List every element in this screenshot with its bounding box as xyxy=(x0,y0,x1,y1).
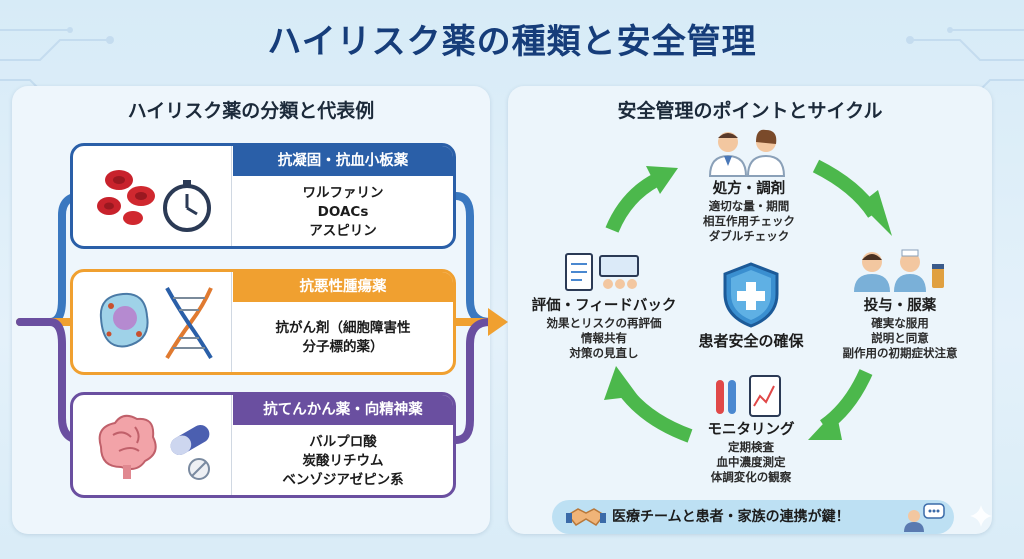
card-divider xyxy=(231,272,232,372)
category-name: 抗悪性腫瘍薬 xyxy=(233,272,453,302)
category-examples: 抗がん剤（細胞障害性 分子標的薬） xyxy=(233,304,453,372)
step-head: 処方・調剤 xyxy=(712,181,786,197)
step-head: 投与・服薬 xyxy=(863,298,937,314)
lab-test-icon xyxy=(716,375,781,417)
brain-pill-illustration xyxy=(79,401,229,489)
step-prescribe: 処方・調剤 適切な量・期間 相互作用チェック ダブルチェック xyxy=(664,179,834,244)
category-name: 抗てんかん薬・向精神薬 xyxy=(233,395,453,425)
step-line: 適切な量・期間 xyxy=(708,199,790,213)
collaboration-banner: 医療チームと患者・家族の連携が鍵！ xyxy=(552,500,954,534)
card-divider xyxy=(231,395,232,495)
example-item: ベンゾジアゼピン系 xyxy=(282,471,404,488)
step-line: 体調変化の観察 xyxy=(710,470,792,484)
example-item: バルプロ酸 xyxy=(309,433,377,450)
step-administer: 投与・服薬 確実な服用 説明と同意 副作用の初期症状注意 xyxy=(812,296,988,361)
shield-icon xyxy=(723,262,779,328)
cancer-cell-icon xyxy=(99,292,149,348)
example-item: 炭酸リチウム xyxy=(302,452,384,469)
sparkle-icon xyxy=(970,505,992,527)
page-title: ハイリスク薬の種類と安全管理 xyxy=(267,22,757,62)
category-card-anticoagulant: 抗凝固・抗血小板薬 ワルファリン DOACs アスピリン xyxy=(70,143,456,249)
example-item: 分子標的薬） xyxy=(302,339,384,355)
category-name: 抗凝固・抗血小板薬 xyxy=(233,146,453,176)
classification-panel-title: ハイリスク薬の分類と代表例 xyxy=(127,100,375,122)
card-divider xyxy=(231,146,232,246)
patient-nurse-icon xyxy=(854,249,944,292)
step-line: 説明と同意 xyxy=(871,331,929,345)
step-line: 定期検査 xyxy=(728,440,774,454)
brain-icon xyxy=(98,414,157,479)
example-item: アスピリン xyxy=(309,222,377,239)
category-card-antineoplastic: 抗悪性腫瘍薬 抗がん剤（細胞障害性 分子標的薬） xyxy=(70,269,456,375)
conversation-icon xyxy=(904,503,945,532)
dna-icon xyxy=(165,287,213,360)
category-examples: ワルファリン DOACs アスピリン xyxy=(233,178,453,246)
category-examples: バルプロ酸 炭酸リチウム ベンゾジアゼピン系 xyxy=(233,427,453,495)
blood-clock-illustration xyxy=(79,152,229,240)
step-head: 評価・フィードバック xyxy=(531,298,677,314)
step-line: ダブルチェック xyxy=(708,229,790,243)
banner-text: 医療チームと患者・家族の連携が鍵！ xyxy=(612,509,850,525)
step-monitoring: モニタリング 定期検査 血中濃度測定 体調変化の観察 xyxy=(668,420,834,485)
step-line: 相互作用チェック xyxy=(703,214,795,228)
cell-dna-illustration xyxy=(79,278,229,366)
clock-icon xyxy=(163,180,211,232)
safety-cycle-panel-title: 安全管理のポイントとサイクル xyxy=(617,100,883,122)
cycle-arrow-left-top xyxy=(605,173,660,233)
step-line: 効果とリスクの再評価 xyxy=(546,316,662,330)
step-line: 情報共有 xyxy=(581,331,627,345)
step-feedback: 評価・フィードバック 効果とリスクの再評価 情報共有 対策の見直し xyxy=(516,296,692,361)
flow-arrow-head xyxy=(488,308,508,336)
doctor-pharmacist-icon xyxy=(708,129,786,177)
example-item: ワルファリン xyxy=(302,184,384,201)
step-head: モニタリング xyxy=(707,422,795,438)
step-line: 対策の見直し xyxy=(569,346,639,360)
step-line: 副作用の初期症状注意 xyxy=(842,346,958,360)
blood-cell-icon xyxy=(97,170,155,225)
example-item: 抗がん剤（細胞障害性 xyxy=(275,320,411,336)
center-goal-label: 患者安全の確保 xyxy=(698,332,804,350)
capsule-icon xyxy=(170,425,210,455)
category-card-antiepileptic: 抗てんかん薬・向精神薬 バルプロ酸 炭酸リチウム ベンゾジアゼピン系 xyxy=(70,392,456,498)
example-item: DOACs xyxy=(317,203,369,220)
handshake-icon xyxy=(566,508,606,526)
step-line: 血中濃度測定 xyxy=(716,455,786,469)
step-line: 確実な服用 xyxy=(871,316,929,330)
tablet-icon xyxy=(188,458,210,480)
report-meeting-icon xyxy=(565,253,639,291)
